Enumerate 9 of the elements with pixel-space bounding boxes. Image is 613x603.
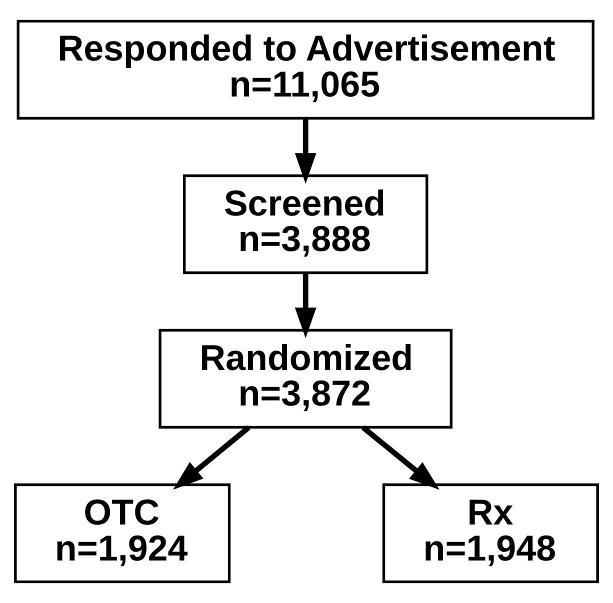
node-box: Randomized n=3,872: [158, 328, 452, 429]
node-box: Screened n=3,888: [182, 174, 428, 274]
node-box: OTC n=1,924: [14, 483, 231, 584]
arrow: [294, 272, 316, 338]
arrow: [361, 425, 440, 490]
arrow: [172, 425, 250, 490]
node-box: Responded to Advertisement n=11,065: [16, 20, 594, 120]
node-box: Rx n=1,948: [382, 483, 599, 584]
arrow: [294, 118, 316, 184]
